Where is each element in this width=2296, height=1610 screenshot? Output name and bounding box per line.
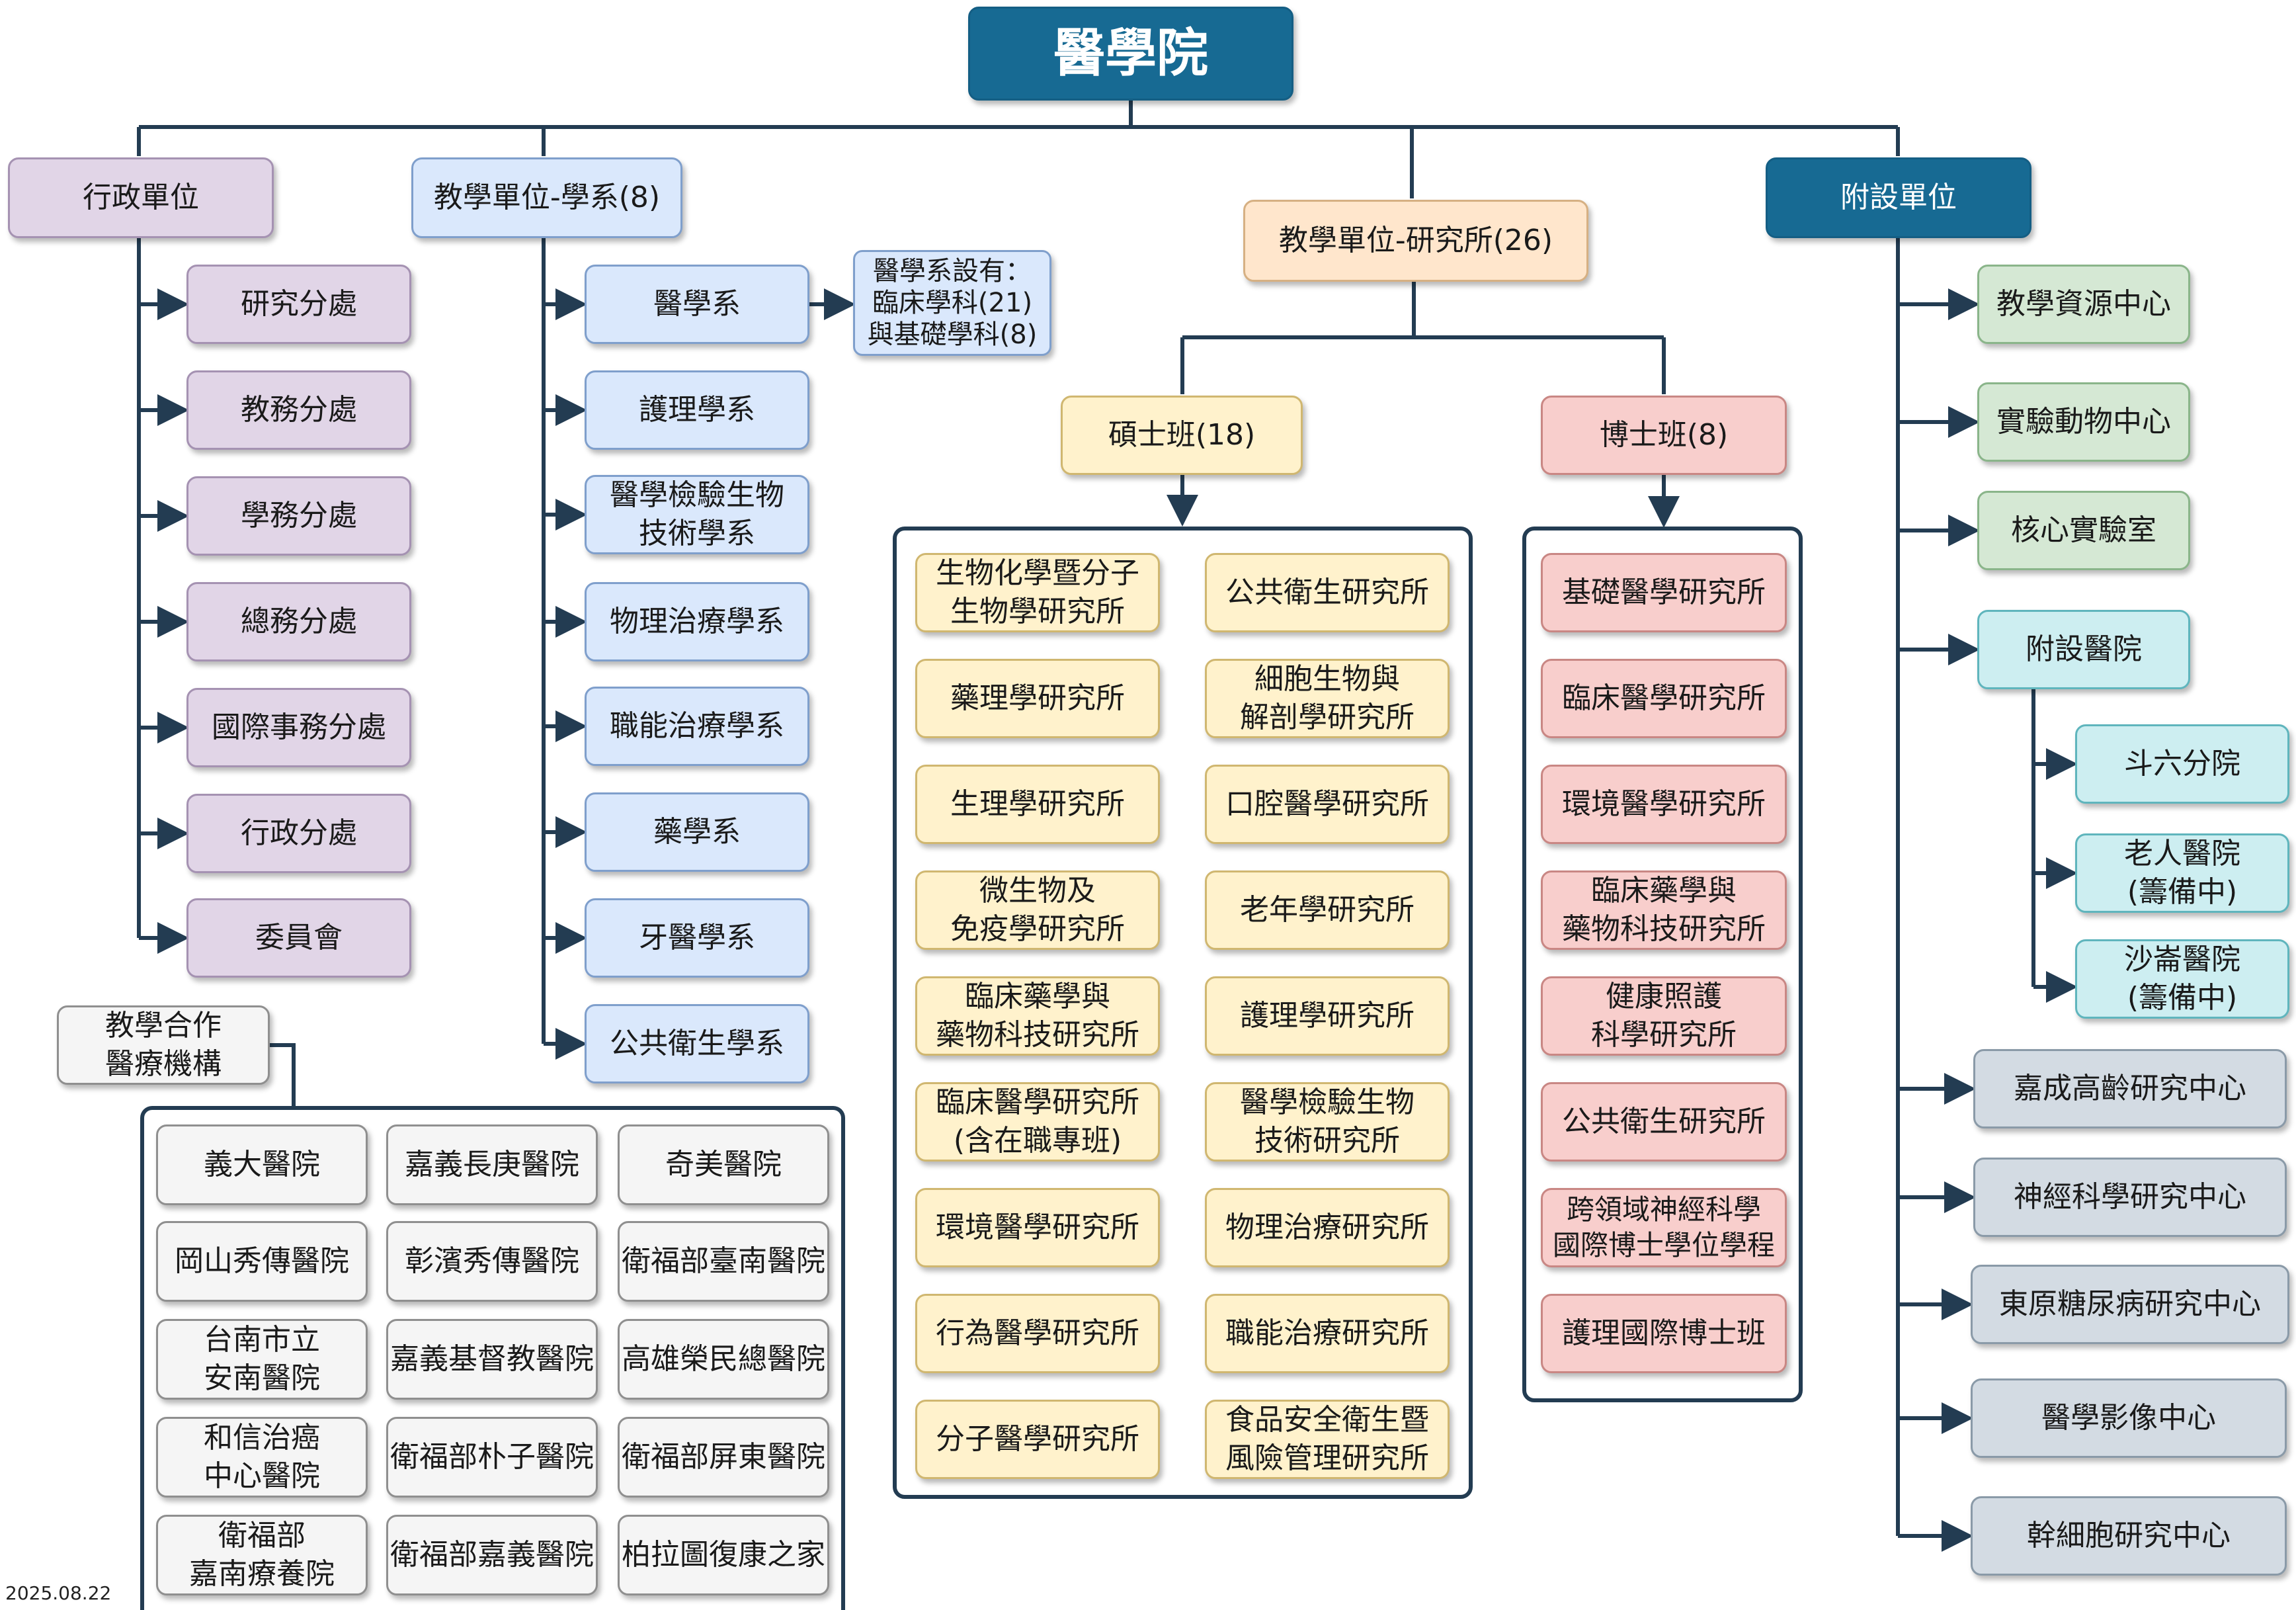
masters-institute: 臨床醫學研究所 (含在職專班) <box>915 1082 1160 1162</box>
admin-item: 教務分處 <box>186 370 411 450</box>
departments-header: 教學單位-學系(8) <box>411 157 682 238</box>
root-school-of-medicine: 醫學院 <box>968 7 1293 101</box>
masters-institute: 醫學檢驗生物 技術研究所 <box>1205 1082 1450 1162</box>
masters-institute: 分子醫學研究所 <box>915 1400 1160 1479</box>
partner-hospital: 和信治癌 中心醫院 <box>156 1417 368 1498</box>
research-center: 幹細胞研究中心 <box>1971 1496 2287 1576</box>
department-item: 醫學檢驗生物 技術學系 <box>585 475 809 554</box>
partner-hospital: 嘉義長庚醫院 <box>386 1124 598 1205</box>
doctoral-institutes-container <box>1522 527 1803 1402</box>
department-item: 護理學系 <box>585 370 809 450</box>
masters-institute: 公共衛生研究所 <box>1205 553 1450 632</box>
partner-hospital: 柏拉圖復康之家 <box>618 1515 829 1595</box>
hospital-branch: 沙崙醫院 (籌備中) <box>2075 939 2289 1019</box>
affiliated-hospital: 附設醫院 <box>1977 610 2190 689</box>
admin-item: 總務分處 <box>186 582 411 661</box>
department-item: 牙醫學系 <box>585 898 809 978</box>
partner-hospital: 奇美醫院 <box>618 1124 829 1205</box>
admin-item: 委員會 <box>186 898 411 978</box>
department-item: 職能治療學系 <box>585 687 809 766</box>
department-item: 藥學系 <box>585 792 809 872</box>
affiliated-item: 教學資源中心 <box>1977 265 2190 344</box>
research-center: 東原糖尿病研究中心 <box>1971 1265 2289 1344</box>
masters-institute: 生物化學暨分子 生物學研究所 <box>915 553 1160 632</box>
doctoral-header: 博士班(8) <box>1541 396 1787 475</box>
partner-hospital: 衛福部嘉義醫院 <box>386 1515 598 1595</box>
masters-institute: 臨床藥學與 藥物科技研究所 <box>915 976 1160 1056</box>
hospital-branch: 老人醫院 (籌備中) <box>2075 833 2289 913</box>
department-item: 醫學系 <box>585 265 809 344</box>
admin-item: 行政分處 <box>186 794 411 873</box>
admin-units-header: 行政單位 <box>8 157 274 238</box>
partner-hospital: 衛福部朴子醫院 <box>386 1417 598 1498</box>
partners-container <box>140 1106 845 1610</box>
doctoral-institute: 健康照護 科學研究所 <box>1541 976 1787 1056</box>
partner-hospital: 台南市立 安南醫院 <box>156 1319 368 1400</box>
department-item: 物理治療學系 <box>585 582 809 661</box>
affiliated-item: 核心實驗室 <box>1977 491 2190 570</box>
research-center: 神經科學研究中心 <box>1973 1158 2287 1237</box>
partner-hospital: 彰濱秀傳醫院 <box>386 1221 598 1302</box>
medicine-department-note: 醫學系設有： 臨床學科(21) 與基礎學科(8) <box>853 250 1051 356</box>
masters-institute: 微生物及 免疫學研究所 <box>915 870 1160 950</box>
masters-institute: 口腔醫學研究所 <box>1205 765 1450 844</box>
doctoral-institute: 環境醫學研究所 <box>1541 765 1787 844</box>
partner-hospital: 衛福部屏東醫院 <box>618 1417 829 1498</box>
masters-institute: 環境醫學研究所 <box>915 1188 1160 1267</box>
masters-institute: 食品安全衛生暨 風險管理研究所 <box>1205 1400 1450 1479</box>
masters-institute: 老年學研究所 <box>1205 870 1450 950</box>
admin-item: 學務分處 <box>186 476 411 556</box>
date-stamp: 2025.08.22 <box>5 1582 112 1604</box>
partner-hospital: 高雄榮民總醫院 <box>618 1319 829 1400</box>
partners-header: 教學合作 醫療機構 <box>57 1005 270 1085</box>
masters-institute: 行為醫學研究所 <box>915 1294 1160 1373</box>
partner-hospital: 岡山秀傳醫院 <box>156 1221 368 1302</box>
research-center: 醫學影像中心 <box>1971 1378 2287 1458</box>
doctoral-institute: 公共衛生研究所 <box>1541 1082 1787 1162</box>
partner-hospital: 嘉義基督教醫院 <box>386 1319 598 1400</box>
institutes-header: 教學單位-研究所(26) <box>1243 200 1588 282</box>
doctoral-institute: 臨床藥學與 藥物科技研究所 <box>1541 870 1787 950</box>
masters-institutes-container <box>893 527 1473 1499</box>
masters-institute: 細胞生物與 解剖學研究所 <box>1205 659 1450 738</box>
doctoral-institute: 護理國際博士班 <box>1541 1294 1787 1373</box>
masters-institute: 職能治療研究所 <box>1205 1294 1450 1373</box>
partner-hospital: 義大醫院 <box>156 1124 368 1205</box>
masters-institute: 護理學研究所 <box>1205 976 1450 1056</box>
research-center: 嘉成高齡研究中心 <box>1973 1049 2287 1128</box>
partner-hospital: 衛福部 嘉南療養院 <box>156 1515 368 1595</box>
masters-institute: 物理治療研究所 <box>1205 1188 1450 1267</box>
masters-header: 碩士班(18) <box>1061 396 1303 475</box>
hospital-branch: 斗六分院 <box>2075 724 2289 804</box>
masters-institute: 藥理學研究所 <box>915 659 1160 738</box>
admin-item: 研究分處 <box>186 265 411 344</box>
affiliated-units-header: 附設單位 <box>1766 157 2031 238</box>
doctoral-institute: 臨床醫學研究所 <box>1541 659 1787 738</box>
doctoral-institute: 基礎醫學研究所 <box>1541 553 1787 632</box>
admin-item: 國際事務分處 <box>186 688 411 767</box>
masters-institute: 生理學研究所 <box>915 765 1160 844</box>
department-item: 公共衛生學系 <box>585 1004 809 1083</box>
affiliated-item: 實驗動物中心 <box>1977 382 2190 462</box>
partner-hospital: 衛福部臺南醫院 <box>618 1221 829 1302</box>
doctoral-institute: 跨領域神經科學 國際博士學位學程 <box>1541 1188 1787 1267</box>
